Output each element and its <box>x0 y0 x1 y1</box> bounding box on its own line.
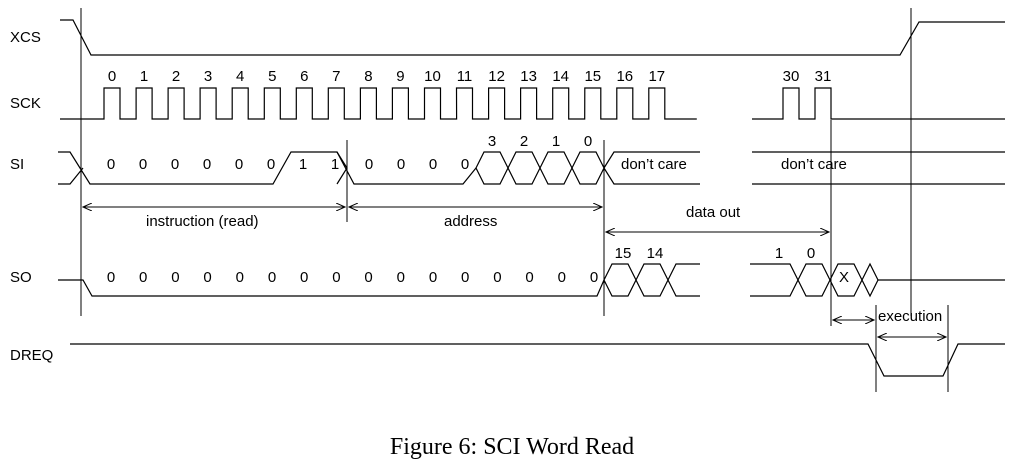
so-zero-bit-label: 0 <box>332 269 340 286</box>
sck-clock-number: 12 <box>488 68 505 85</box>
so-x-cell-end <box>861 262 879 298</box>
so-zero-bit-label: 0 <box>461 269 469 286</box>
si-address-bit-high-label: 3 <box>488 133 496 150</box>
sck-clock-number: 30 <box>783 68 800 85</box>
so-data-bit-cell <box>797 263 831 297</box>
sck-clock-number: 7 <box>332 68 340 85</box>
so-zero-bit-label: 0 <box>107 269 115 286</box>
sck-clock-number: 4 <box>236 68 244 85</box>
signal-label-dreq: DREQ <box>10 347 53 364</box>
address-label: address <box>444 213 497 230</box>
so-zero-bit-label: 0 <box>493 269 501 286</box>
so-zero-bit-label: 0 <box>171 269 179 286</box>
sck-clock-number: 2 <box>172 68 180 85</box>
so-zero-bit-label: 0 <box>429 269 437 286</box>
si-instruction-bit-label: 0 <box>139 156 147 173</box>
si-dont-care-lines <box>603 151 700 185</box>
sck-clock-number: 16 <box>616 68 633 85</box>
si-line-entry <box>58 167 84 185</box>
signal-label-xcs: XCS <box>10 29 41 46</box>
sck-clock-number: 1 <box>140 68 148 85</box>
execution-label: execution <box>878 308 942 325</box>
so-zero-bit-label: 0 <box>300 269 308 286</box>
sck-clock-number: 15 <box>584 68 601 85</box>
si-instruction-bit-label: 0 <box>267 156 275 173</box>
so-data-bit-cell <box>635 263 669 297</box>
si-address-bit-high-label: 1 <box>552 133 560 150</box>
si-address-bit-low-label: 0 <box>397 156 405 173</box>
sck-clock-number: 9 <box>396 68 404 85</box>
so-data-resume-top <box>750 263 799 281</box>
so-zero-bit-label: 0 <box>558 269 566 286</box>
si-address-bit-low-label: 0 <box>429 156 437 173</box>
si-instruction-bit-label: 0 <box>171 156 179 173</box>
si-instruction-bit-label: 0 <box>203 156 211 173</box>
so-data-bit-end-label: 1 <box>775 245 783 262</box>
sck-clock-number: 10 <box>424 68 441 85</box>
si-instruction-bit-label: 0 <box>235 156 243 173</box>
instruction-label: instruction (read) <box>146 213 259 230</box>
figure-caption: Figure 6: SCI Word Read <box>390 434 634 460</box>
si-instruction-bit-label: 0 <box>107 156 115 173</box>
sck-clock-number: 14 <box>552 68 569 85</box>
so-data-bit-start-label: 14 <box>647 245 664 262</box>
si-dont-care-label-2: don’t care <box>781 156 847 173</box>
si-address-bit-high-label: 2 <box>520 133 528 150</box>
sck-clock-number: 0 <box>108 68 116 85</box>
si-instruction-bit-label: 1 <box>299 156 307 173</box>
so-zero-bit-label: 0 <box>236 269 244 286</box>
so-waveform <box>58 262 1005 298</box>
sck-clock-number: 11 <box>457 68 473 85</box>
sck-clock-number: 17 <box>648 68 665 85</box>
si-bit-labels: 3 2 1 0 0 0 0 0 0 0 1 1 0 0 0 0 <box>107 133 592 173</box>
sck-clock-number: 8 <box>364 68 372 85</box>
si-line-instruction <box>58 151 477 185</box>
si-address-bit-high-label: 0 <box>584 133 592 150</box>
si-dont-care-lines-2 <box>752 151 1005 185</box>
sck-clock-number: 5 <box>268 68 276 85</box>
so-data-bit-start-label: 15 <box>615 245 632 262</box>
so-zero-bit-label: 0 <box>364 269 372 286</box>
so-zero-bit-label: 0 <box>397 269 405 286</box>
so-zero-bit-label: 0 <box>268 269 276 286</box>
so-zero-bit-label: 0 <box>525 269 533 286</box>
so-data-continue <box>667 263 700 297</box>
so-zero-bit-label: 0 <box>590 269 598 286</box>
si-address-bit-cell <box>507 151 541 185</box>
so-data-bit-cell <box>603 263 637 297</box>
si-address-bit-low-label: 0 <box>365 156 373 173</box>
sck-clock-number: 3 <box>204 68 212 85</box>
si-address-bit-cell <box>475 151 509 185</box>
signal-label-sck: SCK <box>10 95 41 112</box>
so-data-resume <box>750 279 799 297</box>
so-zero-bit-label: 0 <box>203 269 211 286</box>
si-address-bit-low-label: 0 <box>461 156 469 173</box>
so-x-label: X <box>839 269 849 286</box>
so-line-zeros <box>58 279 605 297</box>
data-out-label: data out <box>686 204 741 221</box>
si-waveform <box>58 151 1005 185</box>
si-line-crossing <box>336 151 348 185</box>
dreq-waveform <box>70 343 1005 377</box>
so-zero-bit-label: 0 <box>139 269 147 286</box>
signal-label-so: SO <box>10 269 32 286</box>
sck-waveform <box>60 87 1005 120</box>
si-address-bit-cell <box>539 151 573 185</box>
sck-clock-number: 6 <box>300 68 308 85</box>
so-bit-labels: 0 0 0 0 0 0 0 0 0 0 0 0 0 0 0 0 15 14 1 0 <box>107 245 815 286</box>
signal-label-si: SI <box>10 156 24 173</box>
si-instruction-bit-label: 1 <box>331 156 339 173</box>
so-data-bit-end-label: 0 <box>807 245 815 262</box>
si-dont-care-label: don’t care <box>621 156 687 173</box>
xcs-waveform <box>60 19 1005 56</box>
sck-clock-number: 31 <box>815 68 832 85</box>
sck-line-end <box>752 87 1005 120</box>
si-address-bit-cell <box>571 151 605 185</box>
sck-clock-number: 13 <box>520 68 537 85</box>
sck-line-start <box>60 87 697 120</box>
